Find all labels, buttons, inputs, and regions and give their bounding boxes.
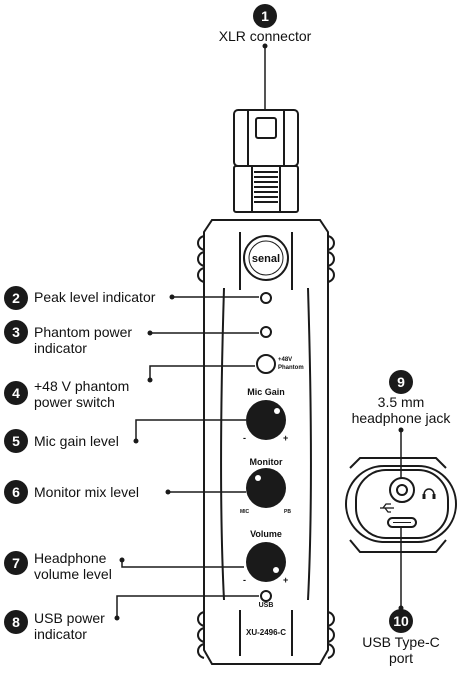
mic-gain-minus: - [243,433,246,443]
phantom-led [260,326,272,338]
phantom-switch-label-2: Phantom [278,365,304,371]
volume-label: Volume [250,529,282,539]
mic-gain-knob[interactable] [246,400,286,440]
callout-label-7a: Headphone [34,550,107,566]
phantom-switch-label-1: +48V [278,357,293,363]
callout-label-9b: headphone jack [351,410,451,426]
callout-label-2: Peak level indicator [34,289,156,305]
callout-label-4a: +48 V phantom [34,378,130,394]
callout-badge-9: 9 [389,370,413,394]
model-label: XU-2496-C [245,628,286,637]
monitor-mic-label: MIC [240,509,250,515]
callout-badge-1: 1 [253,4,277,28]
callout-label-7b: volume level [34,566,112,582]
callout-label-5: Mic gain level [34,433,119,449]
monitor-label: Monitor [249,457,283,467]
device-body [203,219,329,665]
volume-minus: - [243,575,246,585]
usb-label: USB [258,602,274,609]
usb-led [260,590,272,602]
brand-logo: senal [251,253,281,265]
usb-symbol-icon [380,503,394,513]
headphone-jack [389,477,415,503]
callout-label-8a: USB power [34,610,105,626]
callout-badge-7: 7 [4,551,28,575]
headphone-icon [423,488,435,496]
callout-label-8b: indicator [34,626,87,642]
callout-label-6: Monitor mix level [34,484,140,500]
phantom-switch[interactable] [256,354,276,374]
peak-led [260,292,272,304]
callout-label-4b: power switch [34,394,115,410]
mic-gain-plus: + [283,433,289,443]
monitor-knob[interactable] [246,468,286,508]
logo-ring [243,235,289,281]
callout-badge-5: 5 [4,429,28,453]
callout-badge-4: 4 [4,381,28,405]
callout-label-1: XLR connector [218,28,312,44]
monitor-pb-label: PB [284,509,291,515]
callout-badge-6: 6 [4,480,28,504]
top-grip [197,235,335,283]
callout-label-3a: Phantom power [34,324,133,340]
callout-label-3b: indicator [34,340,87,356]
callout-label-9a: 3.5 mm [377,394,425,410]
xlr-connector [233,109,299,213]
leader-lines [116,46,402,618]
volume-knob[interactable] [246,542,286,582]
callout-badge-8: 8 [4,610,28,634]
callout-badge-3: 3 [4,320,28,344]
callout-badge-10: 10 [389,609,413,633]
callout-label-10a: USB Type-C [362,634,440,650]
mic-gain-label: Mic Gain [247,387,285,397]
bottom-grip [197,611,335,659]
usbc-port [387,517,417,528]
callout-badge-2: 2 [4,286,28,310]
volume-plus: + [283,575,289,585]
callout-label-10b: port [388,650,414,666]
